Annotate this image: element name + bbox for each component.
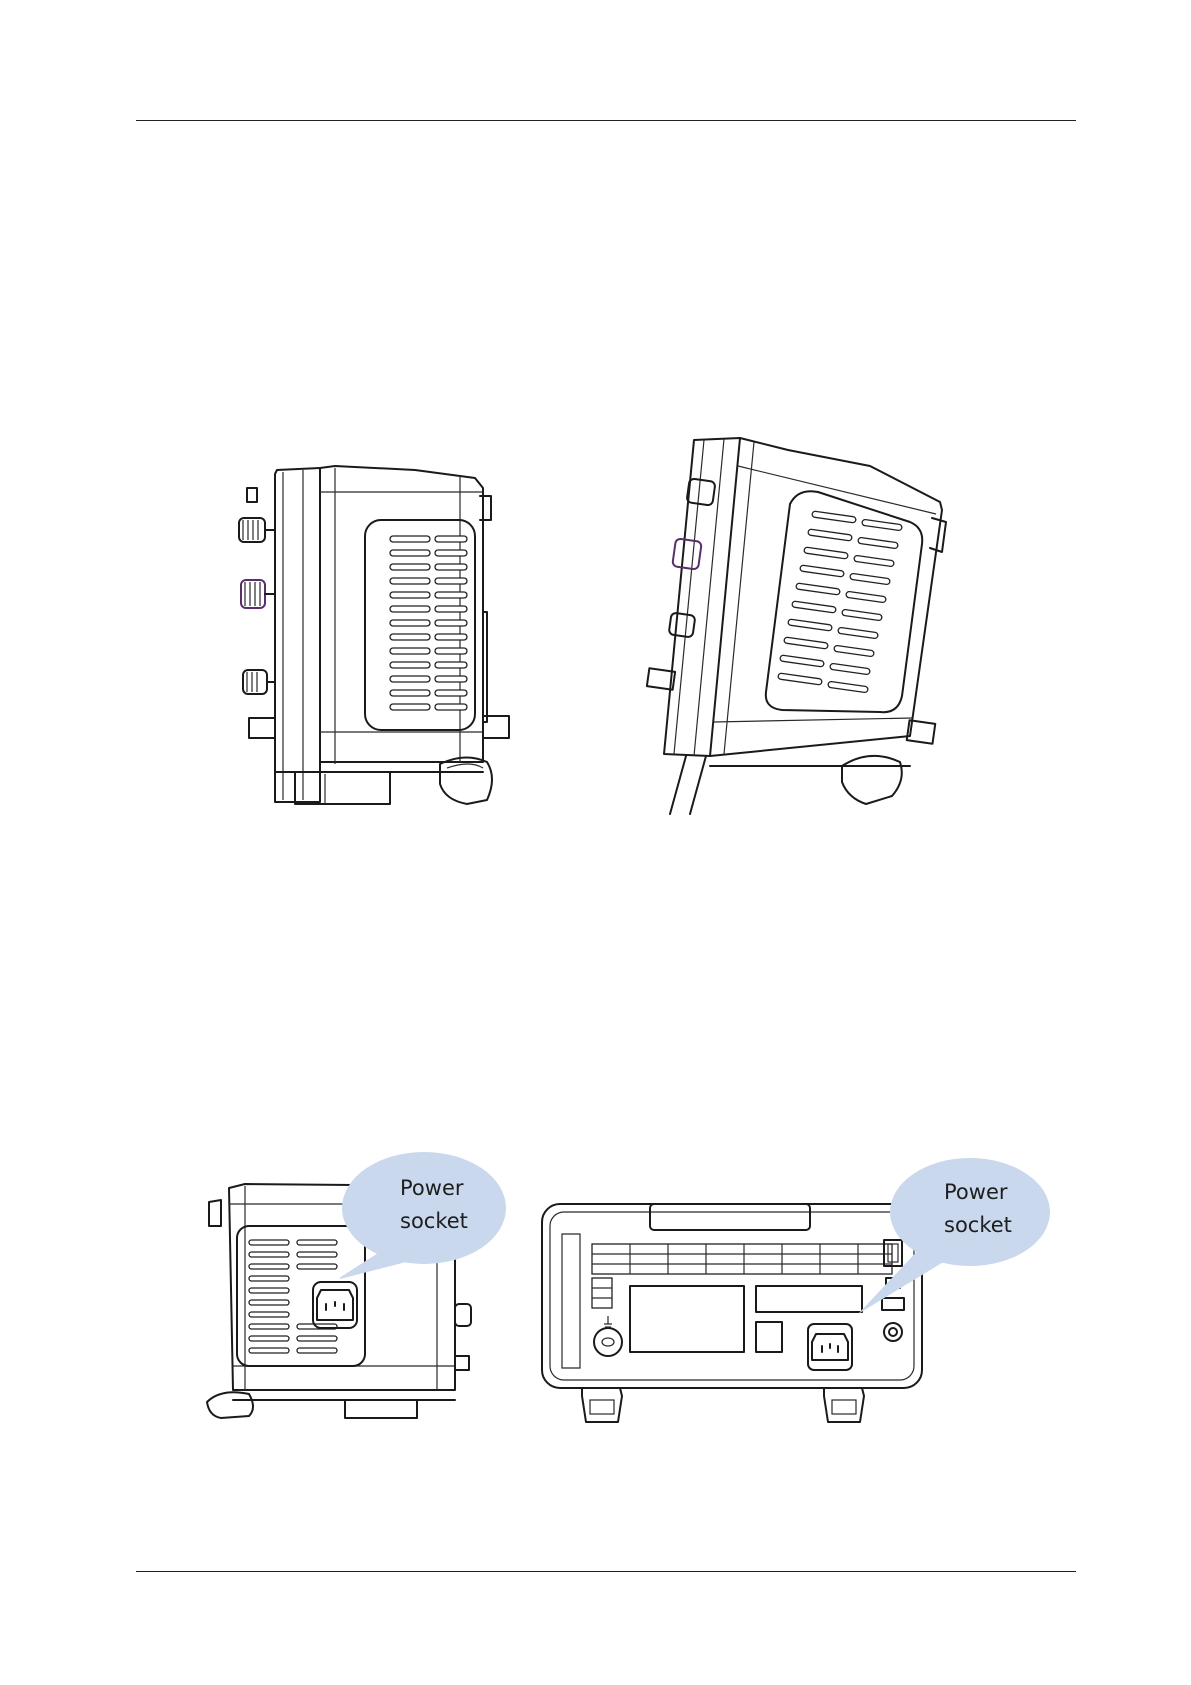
- figure-side-view-upright: [225, 462, 535, 814]
- callout-line-1-rear: Power: [944, 1176, 1012, 1209]
- callout-bubble-rear: Power socket: [846, 1156, 1056, 1326]
- front-knobs: [239, 488, 275, 694]
- callout-line-2: socket: [400, 1205, 468, 1238]
- callout-line-2-rear: socket: [944, 1209, 1012, 1242]
- footer-rule: [136, 1571, 1076, 1572]
- vent-slots-tilted: [778, 511, 902, 693]
- power-socket-icon: [313, 1282, 357, 1328]
- vent-slots: [390, 536, 467, 710]
- rear-power-socket-icon: [808, 1324, 852, 1370]
- vent-slots-socket-side: [249, 1240, 337, 1353]
- callout-bubble: Power socket: [340, 1150, 570, 1280]
- rear-feet: [582, 1388, 864, 1422]
- header-rule: [136, 120, 1076, 121]
- figure-side-view-tilted: [640, 436, 970, 816]
- callout-line-1: Power: [400, 1172, 468, 1205]
